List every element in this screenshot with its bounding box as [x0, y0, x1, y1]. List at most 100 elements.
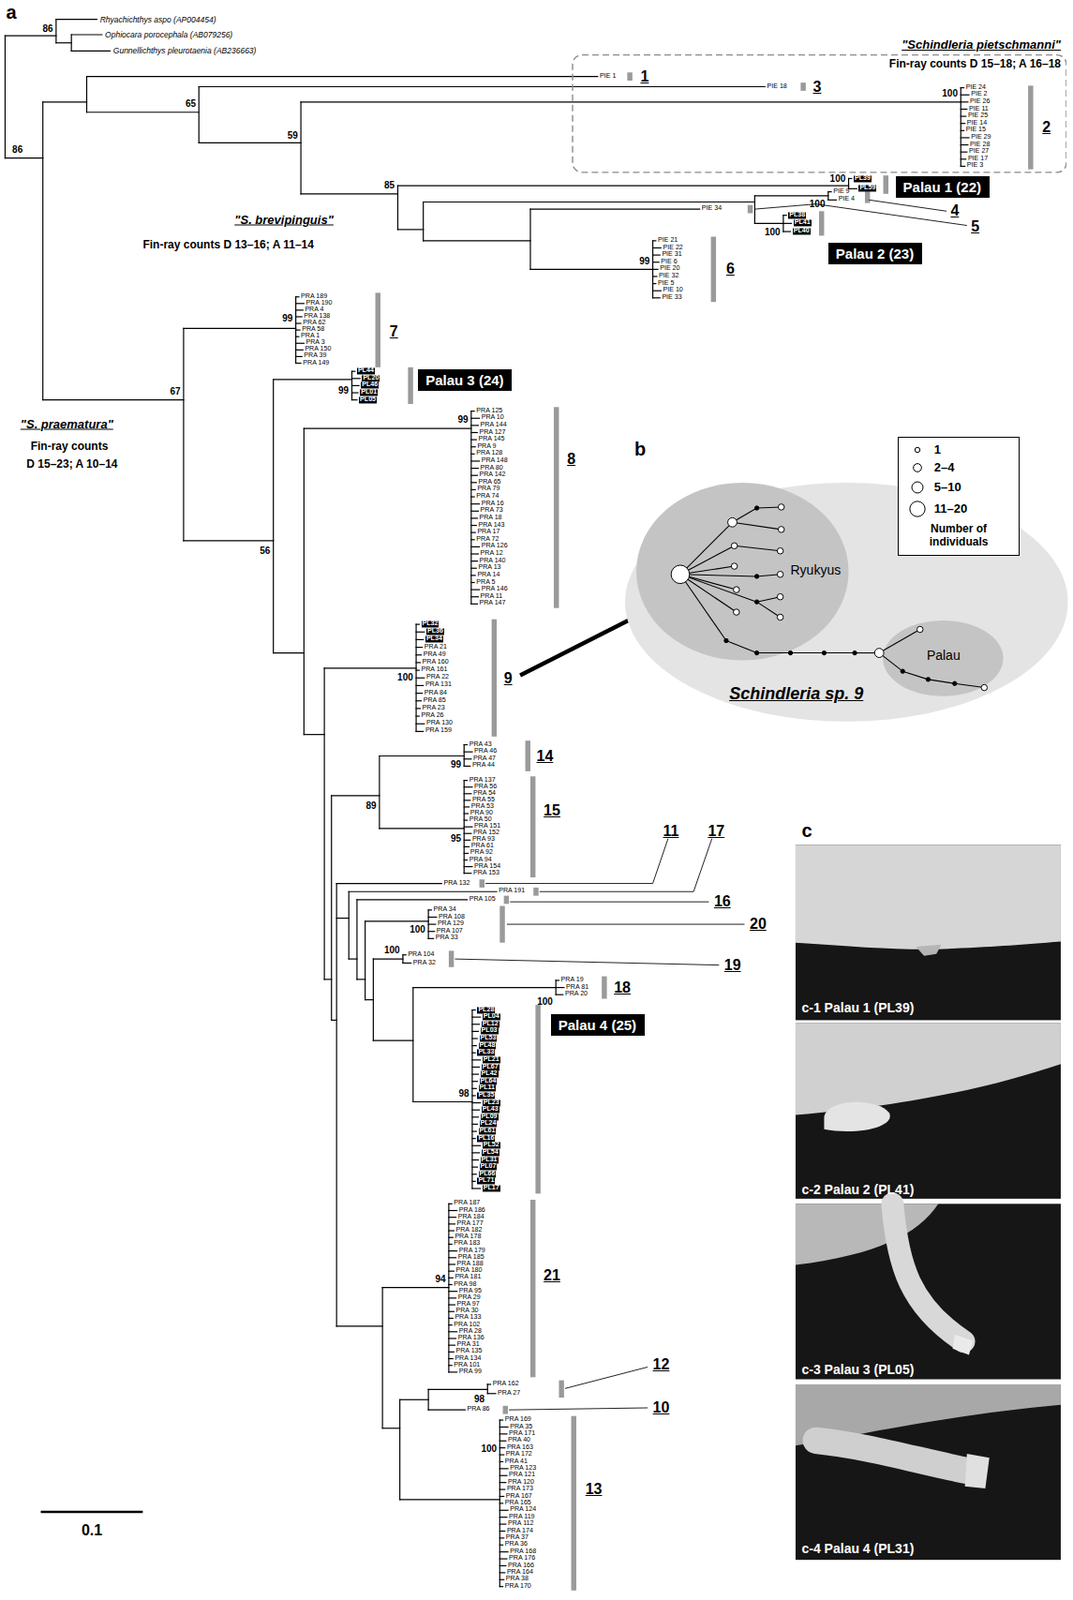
bootstrap-value: 67 — [169, 387, 180, 397]
tip-label: PRA 36 — [505, 1541, 528, 1549]
tree-branch — [472, 1173, 477, 1175]
clade-bar — [883, 175, 889, 194]
tip-label: PRA 21 — [424, 643, 448, 651]
tree-branch — [472, 1058, 481, 1060]
tree-branch — [471, 417, 480, 419]
tree-branch — [499, 1536, 504, 1538]
haplotype — [874, 648, 884, 658]
legend-text: 1 — [934, 443, 941, 456]
tree-branch — [87, 75, 598, 77]
photo-ground — [795, 844, 1061, 1020]
tree-branch — [471, 475, 478, 477]
tree-branch — [849, 188, 858, 190]
tip-label: PRA 164 — [506, 1568, 534, 1576]
tree-branch — [416, 669, 419, 671]
tree-branch — [428, 923, 436, 924]
clade-number: 1 — [640, 69, 650, 85]
tree-branch — [499, 1585, 503, 1587]
photo-structure — [795, 1023, 1061, 1116]
tip-label: PRA 131 — [425, 682, 452, 689]
tree-branch — [471, 489, 476, 491]
tree-branch — [379, 755, 464, 757]
tree-branch — [448, 1283, 452, 1285]
tree-branch — [499, 1544, 503, 1546]
tree-branch — [423, 239, 531, 241]
tip-label: PRA 121 — [508, 1472, 536, 1479]
haplotype — [754, 599, 759, 604]
tree-branch — [960, 136, 969, 138]
region-shape — [636, 482, 850, 661]
clade-number: 20 — [749, 916, 767, 932]
haplotype — [754, 574, 759, 579]
tip-label: PRA 135 — [456, 1348, 483, 1356]
tree-branch — [783, 223, 792, 224]
tree-branch — [849, 178, 852, 179]
tip-label: PRA 10 — [481, 415, 505, 422]
tree-branch — [463, 812, 468, 814]
clade-bar — [375, 292, 381, 367]
tip-label: PRA 185 — [458, 1253, 485, 1261]
tree-branch — [463, 745, 465, 767]
tree-branch — [499, 1467, 508, 1469]
tree-branch — [448, 1222, 456, 1224]
photo-caption: c-3 Palau 3 (PL05) — [802, 1362, 915, 1376]
tree-branch — [448, 1351, 454, 1353]
tip-label: PRA 160 — [422, 658, 449, 666]
tree-branch — [296, 328, 300, 330]
tip-label: PRA 73 — [480, 507, 504, 515]
palau-clade-box: Palau 1 (22) — [895, 176, 990, 198]
palau-tip-label: PL46 — [360, 382, 379, 389]
tree-branch — [472, 1102, 481, 1103]
tip-label: PRA 92 — [470, 849, 493, 857]
tip-label: PIE 32 — [658, 272, 679, 280]
tree-branch — [487, 1383, 491, 1385]
network-link — [879, 653, 903, 672]
tree-branch — [499, 1550, 508, 1552]
haplotype — [777, 504, 785, 511]
tree-branch — [472, 1016, 481, 1018]
haplotype — [900, 669, 905, 673]
palau-tip-label: PL09 — [480, 1113, 499, 1120]
tree-branch — [463, 833, 472, 835]
bootstrap-value: 85 — [384, 180, 395, 191]
palau-tip-label: PL59 — [858, 185, 877, 193]
photo-ground — [795, 1203, 1061, 1379]
tree-branch — [416, 654, 421, 656]
tree-branch — [471, 1010, 473, 1189]
tree-branch — [960, 94, 969, 96]
tree-branch — [472, 1044, 477, 1046]
tree-branch — [471, 410, 475, 412]
tip-label: PRA 186 — [459, 1207, 486, 1214]
tree-branch — [471, 503, 480, 505]
tip-label: PRA 149 — [302, 359, 329, 367]
node-text: Palau — [926, 648, 961, 663]
legend-circle — [914, 447, 920, 452]
specimen-photos — [795, 844, 1061, 1560]
tree-branch — [448, 1263, 456, 1265]
region-shape — [882, 620, 1004, 697]
tip-label: PIE 3 — [967, 163, 984, 170]
tree-branch — [397, 185, 399, 230]
tip-label: PRA 107 — [436, 927, 463, 935]
tree-branch — [499, 1557, 507, 1559]
network-link — [680, 566, 735, 575]
network-link — [680, 521, 733, 575]
tree-branch — [4, 34, 56, 36]
tip-label: PRA 179 — [459, 1247, 486, 1254]
tree-branch — [472, 1052, 476, 1054]
tree-branch — [198, 87, 200, 144]
tree-branch — [828, 199, 837, 201]
tip-label: PRA 62 — [302, 319, 326, 327]
tip-label: PIE 31 — [661, 252, 682, 259]
clade-number: 6 — [726, 261, 735, 277]
tree-branch — [296, 336, 299, 338]
haplotype — [728, 517, 738, 527]
bootstrap-value: 56 — [259, 546, 270, 556]
tip-label: PIE 24 — [966, 84, 986, 91]
tree-branch — [463, 799, 471, 801]
tree-branch — [463, 859, 467, 861]
tree-branch — [379, 827, 464, 829]
tree-branch — [463, 872, 472, 874]
tree-branch — [499, 1522, 507, 1524]
tip-label: PRA 58 — [301, 327, 325, 334]
